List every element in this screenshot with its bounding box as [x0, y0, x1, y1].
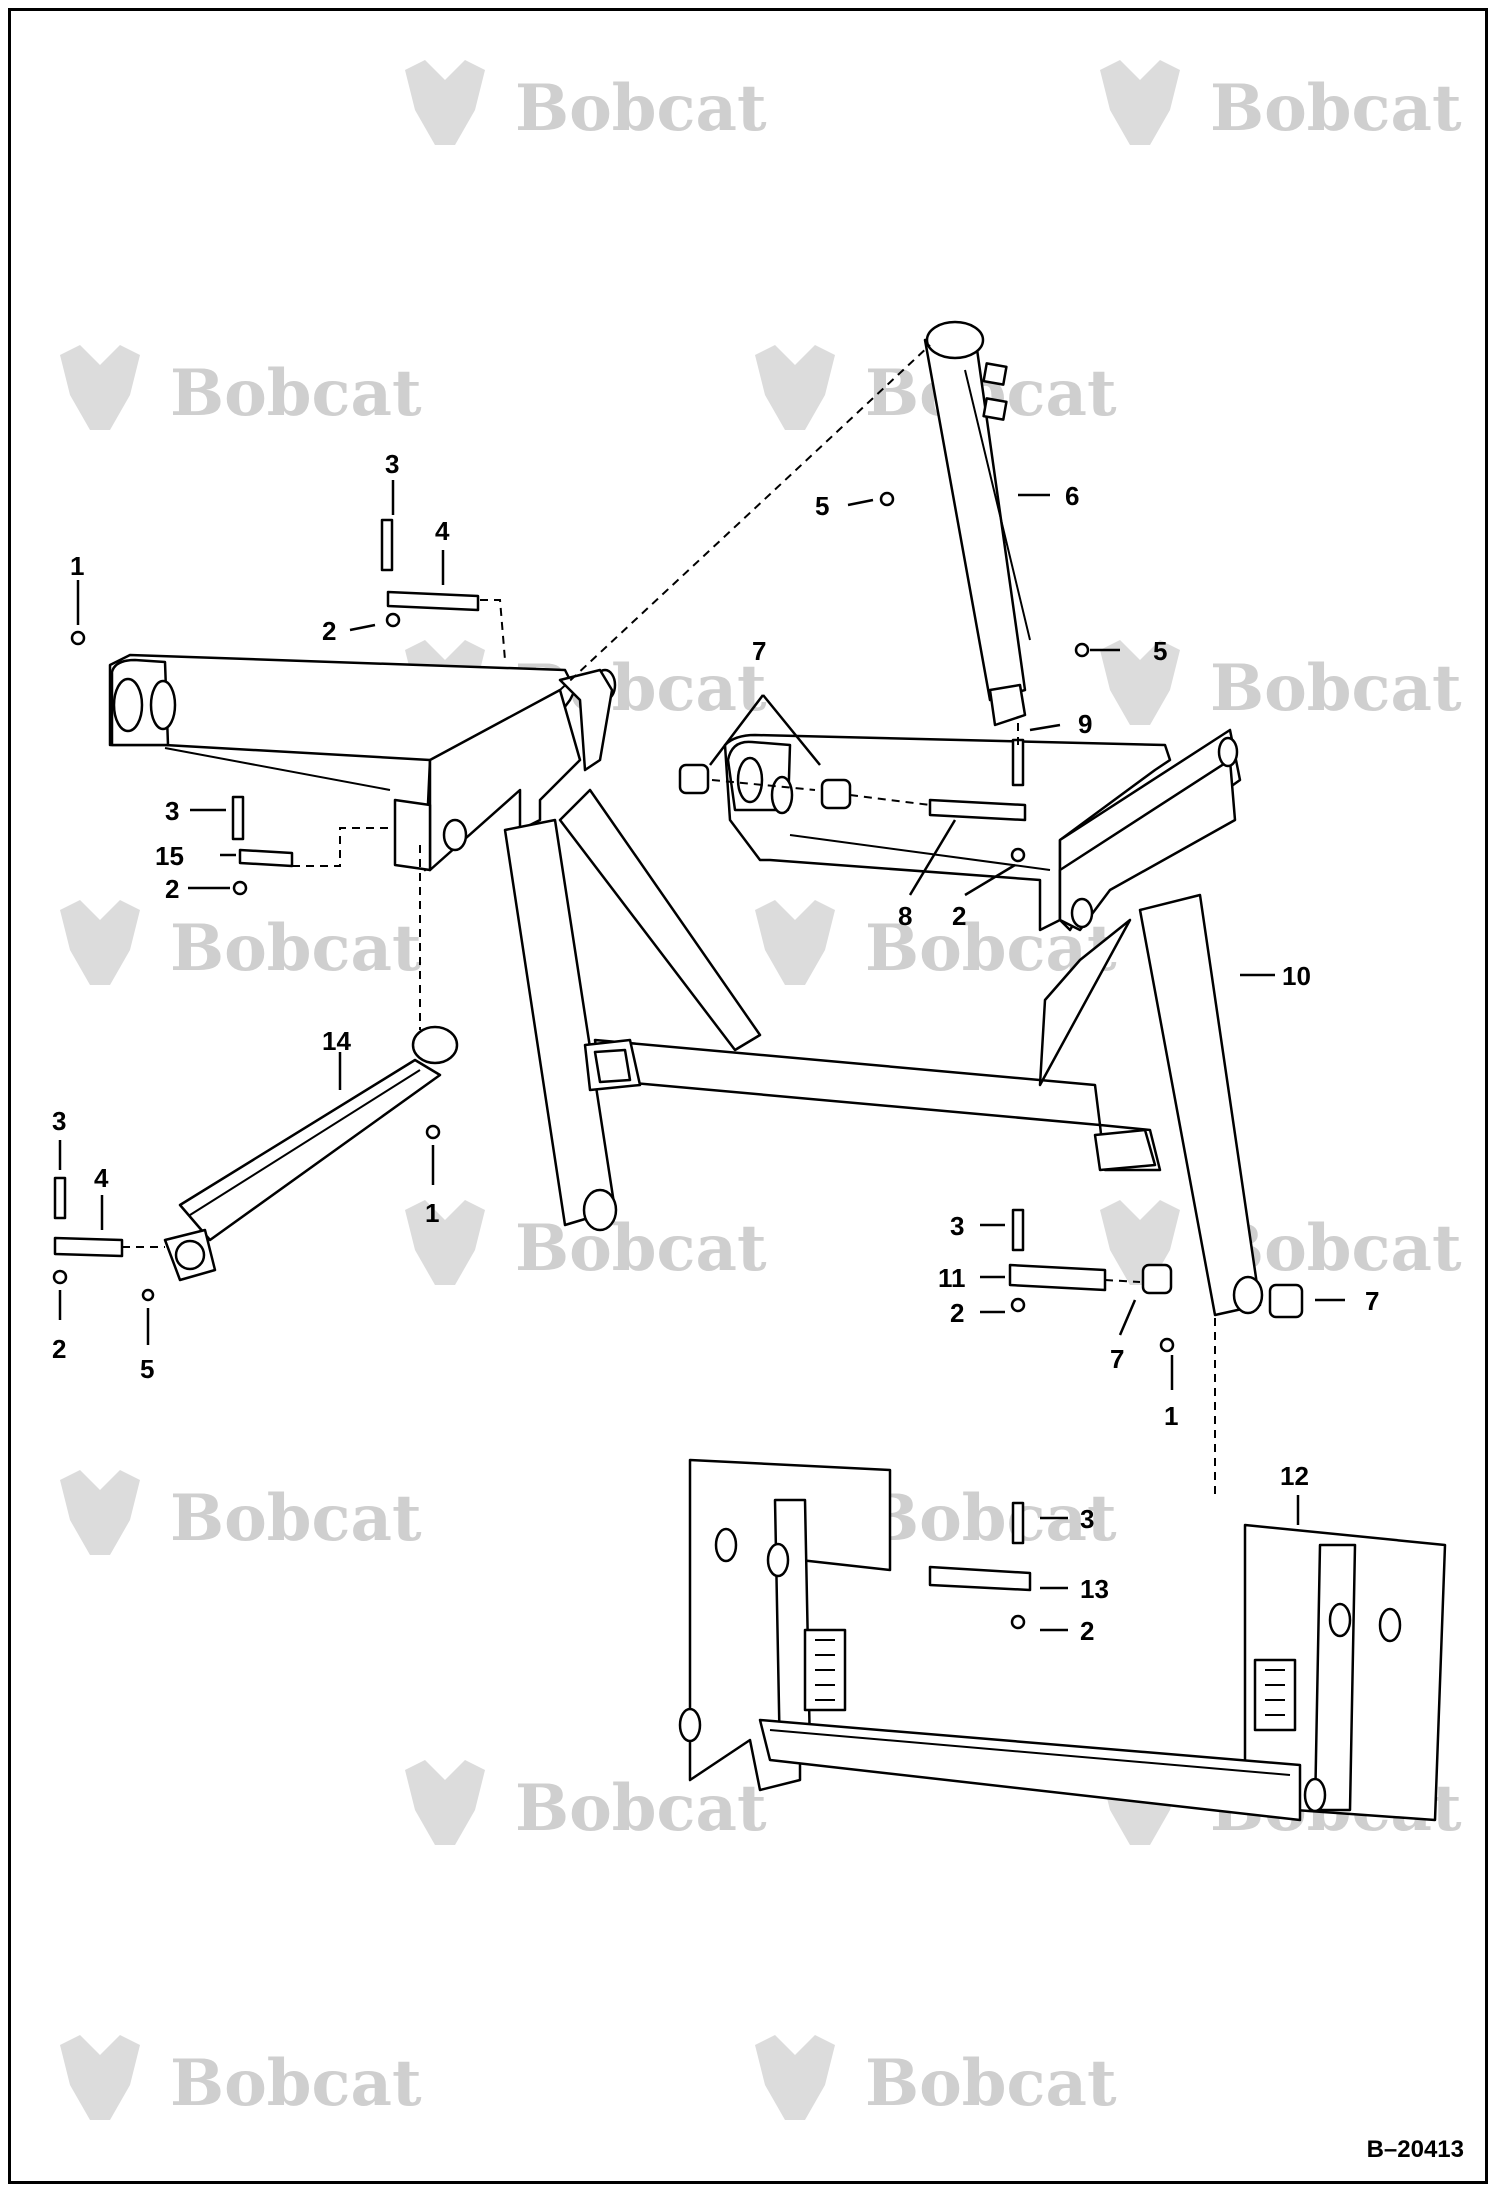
watermark-text: Bobcat [865, 2046, 1117, 2121]
callout-3-c: 3 [52, 1106, 66, 1136]
callout-6: 6 [1065, 481, 1079, 511]
bobcat-logo-icon [60, 345, 140, 430]
bobcat-watermark: Bobcat [405, 60, 767, 146]
callout-5-a: 5 [140, 1354, 154, 1384]
watermark-text: Bobcat [1210, 71, 1462, 146]
callout-labels: 1 3 4 2 3 15 2 14 3 4 2 5 1 5 6 5 7 9 8 … [52, 449, 1379, 1646]
callout-2-e: 2 [950, 1298, 964, 1328]
callout-3-e: 3 [1080, 1504, 1094, 1534]
document-id: B–20413 [1366, 2136, 1464, 2163]
callout-3-d: 3 [950, 1211, 964, 1241]
bobcat-logo-icon [60, 2035, 140, 2120]
bobcat-watermark: Bobcat [755, 2035, 1117, 2121]
callout-5-c: 5 [1153, 636, 1167, 666]
quick-attach-plate [678, 1458, 1447, 1822]
bobcat-logo-icon [405, 1760, 485, 1845]
callout-14: 14 [322, 1026, 351, 1056]
callout-3-b: 3 [165, 796, 179, 826]
lift-cylinder [163, 1025, 459, 1282]
right-lift-arm [723, 728, 1242, 932]
tilt-cylinder [923, 320, 1031, 727]
callout-10: 10 [1282, 961, 1311, 991]
callout-7-a: 7 [752, 636, 766, 666]
bobcat-watermark: Bobcat [60, 1470, 422, 1556]
callout-2-b: 2 [165, 874, 179, 904]
watermark-text: Bobcat [170, 1481, 422, 1556]
main-frame [503, 788, 1264, 1317]
left-lift-arm [108, 653, 617, 872]
callout-1-a: 1 [70, 551, 84, 581]
bobcat-watermark: Bobcat [60, 345, 422, 431]
hardware [52, 491, 1304, 1630]
watermark-text: Bobcat [515, 71, 767, 146]
callout-1-b: 1 [425, 1198, 439, 1228]
bobcat-logo-icon [405, 60, 485, 145]
callout-1-c: 1 [1164, 1401, 1178, 1431]
watermark-text: Bobcat [1210, 651, 1462, 726]
callout-15: 15 [155, 841, 184, 871]
callout-3-a: 3 [385, 449, 399, 479]
callout-2-a: 2 [322, 616, 336, 646]
bobcat-logo-icon [755, 900, 835, 985]
drawing-frame [8, 8, 1488, 2184]
bobcat-logo-icon [60, 1470, 140, 1555]
watermark-text: Bobcat [515, 1211, 767, 1286]
callout-12: 12 [1280, 1461, 1309, 1491]
bobcat-logo-icon [405, 1200, 485, 1285]
bobcat-watermark: Bobcat [405, 1760, 767, 1846]
bobcat-logo-icon [755, 345, 835, 430]
bobcat-watermark: Bobcat [405, 1200, 767, 1286]
callout-2-d: 2 [952, 901, 966, 931]
watermark-text: Bobcat [170, 911, 422, 986]
bobcat-watermark: Bobcat [1100, 640, 1462, 726]
bobcat-logo-icon [60, 900, 140, 985]
bobcat-watermark: Bobcat [60, 900, 422, 986]
callout-8: 8 [898, 901, 912, 931]
assembly-lines [122, 344, 1216, 1495]
bobcat-watermark: Bobcat [60, 2035, 422, 2121]
watermark-text: Bobcat [515, 1771, 767, 1846]
callout-2-c: 2 [52, 1334, 66, 1364]
bobcat-watermark: Bobcat [1100, 60, 1462, 146]
callout-7-b: 7 [1110, 1344, 1124, 1374]
callout-4-b: 4 [94, 1163, 109, 1193]
callout-7-c: 7 [1365, 1286, 1379, 1316]
bobcat-logo-icon [1100, 60, 1180, 145]
bobcat-logo-icon [1100, 640, 1180, 725]
leader-lines [58, 480, 1345, 1632]
watermark-text: Bobcat [170, 2046, 422, 2121]
callout-11: 11 [938, 1263, 966, 1293]
watermark-text: Bobcat [865, 1481, 1117, 1556]
bobcat-logo-icon [755, 2035, 835, 2120]
callout-4-a: 4 [435, 516, 450, 546]
callout-13: 13 [1080, 1574, 1109, 1604]
callout-5-b: 5 [815, 491, 829, 521]
watermark-text: Bobcat [170, 356, 422, 431]
callout-9: 9 [1078, 709, 1092, 739]
callout-2-f: 2 [1080, 1616, 1094, 1646]
